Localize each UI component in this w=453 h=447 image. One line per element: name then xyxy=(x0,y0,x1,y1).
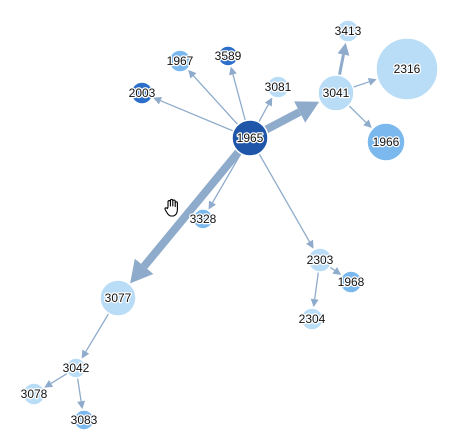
node-3328[interactable]: 3328 xyxy=(188,208,218,230)
edge-1965-2303 xyxy=(258,153,314,249)
node-3413[interactable]: 3413 xyxy=(333,19,363,43)
node-3589[interactable]: 3589 xyxy=(213,45,243,67)
edge-3041-2316 xyxy=(352,78,377,88)
edge-3042-3078 xyxy=(44,372,68,388)
node-label: 3078 xyxy=(21,387,48,401)
edge-1965-3081 xyxy=(258,97,273,123)
node-2316[interactable]: 2316 xyxy=(375,37,439,101)
edge-1965-3041 xyxy=(264,101,320,134)
node-circle[interactable] xyxy=(307,247,333,273)
node-circle[interactable] xyxy=(168,49,192,73)
edge-1965-1967 xyxy=(188,69,239,126)
hand-grab-icon xyxy=(164,198,178,217)
node-3077[interactable]: 3077 xyxy=(99,279,137,317)
node-circle[interactable] xyxy=(73,409,95,431)
node-circle[interactable] xyxy=(339,270,363,294)
edge-2303-1968 xyxy=(329,266,342,276)
node-1966[interactable]: 1966 xyxy=(366,122,406,162)
node-label: 3413 xyxy=(335,24,362,38)
node-2303[interactable]: 2303 xyxy=(305,247,335,273)
edge-3042-3083 xyxy=(76,377,86,410)
node-3078[interactable]: 3078 xyxy=(19,382,49,406)
node-label: 2003 xyxy=(129,86,156,100)
node-circle[interactable] xyxy=(375,37,439,101)
node-label: 3589 xyxy=(215,49,242,63)
node-1967[interactable]: 1967 xyxy=(165,49,195,73)
node-3083[interactable]: 3083 xyxy=(69,409,99,431)
edge-1965-3328 xyxy=(208,153,242,210)
node-circle[interactable] xyxy=(217,45,239,67)
edge-2303-2304 xyxy=(310,271,320,308)
node-label: 3042 xyxy=(63,361,90,375)
node-circle[interactable] xyxy=(317,74,355,112)
node-3042[interactable]: 3042 xyxy=(61,357,91,379)
node-3081[interactable]: 3081 xyxy=(263,75,293,99)
node-label: 1967 xyxy=(167,54,194,68)
edge-1965-3589 xyxy=(229,66,246,121)
edges-layer xyxy=(44,42,377,410)
node-2003[interactable]: 2003 xyxy=(127,81,157,105)
edge-1965-2003 xyxy=(153,97,234,132)
edge-3041-3413 xyxy=(337,42,350,76)
node-label: 2316 xyxy=(394,62,421,76)
node-circle[interactable] xyxy=(266,75,290,99)
node-label: 1966 xyxy=(373,135,400,149)
node-label: 2304 xyxy=(299,312,326,326)
node-circle[interactable] xyxy=(22,382,46,406)
node-circle[interactable] xyxy=(366,122,406,162)
nodes-layer: 1965 3041 2316 3413 1966 1967 3589 2003 3081 3328… xyxy=(19,19,439,431)
node-label: 3083 xyxy=(71,413,98,427)
edge-1965-3077 xyxy=(130,149,242,284)
node-1965[interactable]: 1965 xyxy=(231,119,269,157)
node-circle[interactable] xyxy=(99,279,137,317)
node-label: 3328 xyxy=(190,212,217,226)
node-1968[interactable]: 1968 xyxy=(336,270,366,294)
node-circle[interactable] xyxy=(65,357,87,379)
node-label: 3077 xyxy=(105,291,132,305)
node-label: 3041 xyxy=(323,86,350,100)
node-3041[interactable]: 3041 xyxy=(317,74,355,112)
node-label: 1965 xyxy=(237,131,264,145)
node-circle[interactable] xyxy=(192,208,214,230)
node-label: 2303 xyxy=(307,253,334,267)
node-2304[interactable]: 2304 xyxy=(297,307,327,331)
node-circle[interactable] xyxy=(336,19,360,43)
node-label: 1968 xyxy=(338,275,365,289)
edge-3077-3042 xyxy=(81,313,110,359)
node-circle[interactable] xyxy=(300,307,324,331)
edge-3041-1966 xyxy=(348,105,372,129)
node-label: 3081 xyxy=(265,80,292,94)
node-circle[interactable] xyxy=(231,119,269,157)
node-circle[interactable] xyxy=(130,81,154,105)
